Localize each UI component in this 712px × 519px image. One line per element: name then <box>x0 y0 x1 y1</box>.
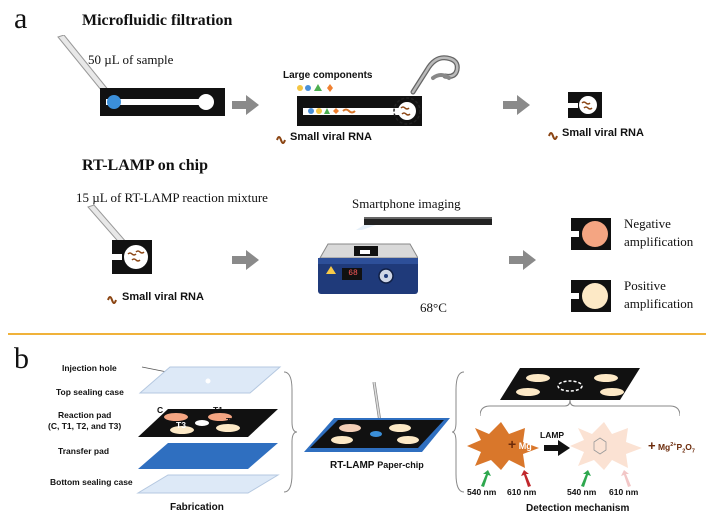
lamp-reaction-pale <box>570 422 642 470</box>
bracket-left <box>452 371 465 493</box>
reaction-pad-sublabel: (C, T1, T2, and T3) <box>48 421 122 431</box>
540nm-right-label: 540 nm <box>567 487 597 497</box>
mg-pyrophosphate-label: + Mg2+P2O7 <box>648 438 695 455</box>
smartphone-imaging-label: Smartphone imaging <box>352 196 461 211</box>
right-arrow-icon <box>232 95 259 115</box>
microfluidic-filtration-title: Microfluidic filtration <box>82 12 233 29</box>
large-components-icons <box>297 84 333 92</box>
spot-c <box>164 413 188 421</box>
bottom-sealing-case <box>136 474 280 494</box>
product-o: O <box>685 442 692 452</box>
positive-label-line1: Positive <box>624 278 666 293</box>
smartphone-icon <box>356 217 492 230</box>
injection-hole <box>205 378 211 384</box>
rna-squiggle-icon <box>276 136 286 144</box>
reaction-volume-label: 15 µL of RT-LAMP reaction mixture <box>76 190 268 205</box>
bottom-sealing-case-label: Bottom sealing case <box>50 477 133 487</box>
spot-t1-label: T1 <box>213 405 223 415</box>
product-sub1: 2 <box>682 448 686 455</box>
chip-rna-sample <box>112 240 152 274</box>
610nm-right-label: 610 nm <box>609 487 639 497</box>
rna-squiggle-icon <box>107 296 117 304</box>
layer-stack <box>136 366 282 494</box>
green-arrow-icon <box>481 470 491 487</box>
spot-c-label: C <box>157 405 164 415</box>
heater-display: 68 <box>348 269 358 278</box>
reaction-pad-label: Reaction pad <box>58 410 112 420</box>
right-arrow-icon <box>232 250 259 270</box>
hot-plate-icon <box>318 243 418 294</box>
top-sealing-case-label: Top sealing case <box>56 387 124 397</box>
small-viral-rna-label-1: Small viral RNA <box>290 131 372 143</box>
negative-label-line2: amplification <box>624 234 694 249</box>
negative-result-chip <box>571 218 611 250</box>
red-arrow-icon <box>521 470 531 487</box>
spot-t2-label: T2 <box>226 416 236 426</box>
small-viral-rna-label-3: Small viral RNA <box>122 291 204 303</box>
paper-chip-suffix: Paper-chip <box>377 460 424 470</box>
product-sub2: 7 <box>691 448 695 455</box>
transfer-pad-label: Transfer pad <box>58 446 110 456</box>
right-arrow-icon <box>509 250 536 270</box>
mg-ion-label: + Mg2+ <box>508 436 539 452</box>
microfluidic-chip-filtering <box>297 96 422 126</box>
positive-result-chip <box>571 280 611 312</box>
fabrication-label: Fabrication <box>170 502 224 513</box>
rt-lamp-on-chip-title: RT-LAMP on chip <box>82 157 208 174</box>
detection-chip-zoom <box>480 368 680 417</box>
chip-outlet-rna <box>568 92 602 118</box>
product-p: P <box>676 442 683 452</box>
product-mg: Mg <box>657 442 671 452</box>
small-viral-rna-label-2: Small viral RNA <box>562 127 644 139</box>
rna-squiggle-icon <box>548 132 558 140</box>
mg-ion-sup: 2+ <box>531 441 539 447</box>
lamp-label: LAMP <box>540 430 565 440</box>
paper-chip-label: RT-LAMP Paper-chip <box>330 460 424 471</box>
transfer-pad <box>138 443 278 469</box>
negative-label-line1: Negative <box>624 216 671 231</box>
panel-b-letter: b <box>14 342 29 375</box>
lamp-reaction-orange <box>467 422 539 470</box>
paper-chip-prefix: RT-LAMP <box>330 460 375 471</box>
right-arrow-icon <box>503 95 530 115</box>
product-sup: 2+ <box>670 442 677 449</box>
pale-red-arrow-icon <box>621 470 631 487</box>
panel-a-letter: a <box>14 2 28 35</box>
mg-ion-text: Mg <box>518 441 532 451</box>
sample-volume-label: 50 µL of sample <box>88 52 174 67</box>
panel-divider <box>8 333 706 335</box>
detection-mechanism-label: Detection mechanism <box>526 503 630 514</box>
large-components-label: Large components <box>283 70 373 81</box>
540nm-left-label: 540 nm <box>467 487 497 497</box>
temperature-label: 68°C <box>420 300 447 315</box>
spot-t3-label: T3 <box>176 420 186 430</box>
warning-icon <box>326 266 336 274</box>
injection-hole-label: Injection hole <box>62 363 117 373</box>
tweezers-icon <box>410 55 460 95</box>
spot-t1 <box>208 413 232 421</box>
green-arrow-icon <box>581 470 591 487</box>
microfluidic-chip-loading <box>100 88 225 116</box>
spot-t2 <box>216 424 240 432</box>
610nm-left-label: 610 nm <box>507 487 537 497</box>
right-arrow-icon <box>544 440 570 456</box>
bracket-right <box>283 371 298 493</box>
positive-label-line2: amplification <box>624 296 694 311</box>
rt-lamp-paper-chip <box>304 382 450 452</box>
spot-t3 <box>170 426 194 434</box>
sample-drop <box>107 95 121 109</box>
